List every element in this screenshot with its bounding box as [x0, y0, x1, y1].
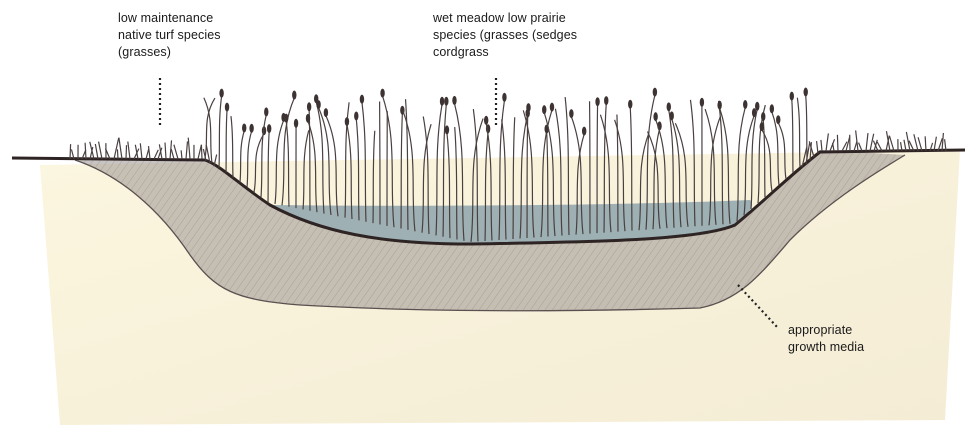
turf-grass-blade	[198, 145, 201, 159]
turf-grass-blade	[188, 138, 190, 159]
turf-grass-blade	[870, 134, 874, 151]
turf-grass-blade	[837, 135, 838, 151]
meadow-seed-head	[595, 97, 599, 106]
meadow-seed-head	[354, 111, 358, 120]
turf-grass-blade	[140, 143, 142, 159]
label-turf-species: low maintenance native turf species (gra…	[118, 10, 221, 61]
turf-grass-blade	[826, 133, 828, 151]
turf-grass-blade	[821, 140, 822, 151]
meadow-seed-head	[790, 92, 794, 101]
turf-grass-blade	[99, 142, 102, 159]
meadow-seed-head	[653, 88, 657, 97]
meadow-seed-head	[542, 105, 546, 114]
meadow-seed-head	[700, 98, 704, 107]
meadow-seed-head	[582, 127, 586, 136]
meadow-seed-head	[445, 125, 449, 134]
turf-grass-blade	[856, 130, 858, 151]
meadow-seed-head	[761, 112, 765, 121]
turf-grass-blade	[174, 145, 178, 159]
turf-grass-blade	[914, 134, 918, 151]
label-media-line: appropriate	[788, 322, 864, 339]
meadow-seed-head	[628, 100, 632, 109]
meadow-seed-head	[755, 102, 759, 111]
turf-grass-blade	[117, 149, 118, 159]
label-turf-line: low maintenance	[118, 10, 221, 27]
turf-grass-blade	[925, 136, 926, 151]
turf-grass-blade	[126, 145, 127, 159]
meadow-seed-head	[225, 103, 229, 112]
meadow-seed-head	[306, 114, 310, 123]
turf-grass-blade	[165, 143, 166, 159]
turf-grass-blade	[186, 141, 187, 159]
turf-grass-blade	[171, 149, 174, 159]
meadow-seed-head	[717, 101, 721, 110]
meadow-seed-head	[284, 114, 288, 123]
meadow-seed-head	[324, 108, 328, 117]
turf-grass-blade	[146, 149, 149, 159]
meadow-seed-head	[569, 109, 573, 118]
meadow-seed-head	[294, 119, 298, 128]
turf-grass-blade	[159, 144, 162, 159]
meadow-seed-head	[667, 102, 671, 111]
turf-grass-blade	[181, 150, 182, 159]
meadow-seed-head	[776, 115, 780, 124]
meadow-seed-head	[604, 96, 608, 105]
meadow-seed-head	[760, 122, 764, 131]
meadow-plant-stem	[597, 105, 598, 233]
turf-grass-blade	[149, 146, 150, 159]
label-meadow-line: cordgrass	[433, 44, 577, 61]
meadow-plant-stem	[219, 96, 222, 168]
meadow-seed-head	[653, 112, 657, 121]
meadow-seed-head	[444, 97, 448, 106]
meadow-seed-head	[670, 111, 674, 120]
meadow-seed-head	[292, 91, 296, 100]
meadow-plant-stem	[527, 116, 528, 238]
label-turf-line: native turf species	[118, 27, 221, 44]
meadow-seed-head	[484, 116, 488, 125]
meadow-seed-head	[380, 89, 384, 98]
meadow-seed-head	[316, 100, 320, 109]
label-meadow-line: species (grasses (sedges	[433, 27, 577, 44]
label-wet-meadow-species: wet meadow low prairie species (grasses …	[433, 10, 577, 61]
meadow-seed-head	[452, 96, 456, 105]
turf-grass-blade	[846, 137, 850, 151]
turf-grass-blade	[918, 137, 922, 151]
meadow-seed-head	[770, 104, 774, 113]
meadow-seed-head	[502, 93, 506, 102]
meadow-seed-head	[360, 95, 364, 104]
meadow-seed-head	[550, 103, 554, 112]
turf-grass-blade	[70, 144, 71, 159]
turf-grass-blade	[833, 143, 834, 151]
meadow-seed-head	[440, 97, 444, 106]
meadow-seed-head	[345, 117, 349, 126]
meadow-seed-head	[219, 89, 223, 98]
turf-grass-blade	[154, 150, 158, 159]
turf-grass-blade	[904, 140, 906, 151]
label-media-line: growth media	[788, 339, 864, 356]
turf-grass-blade	[817, 141, 818, 154]
turf-grass-blade	[201, 145, 202, 159]
turf-grass-blade	[859, 143, 862, 151]
turf-grass-blade	[85, 143, 86, 159]
meadow-seed-head	[264, 107, 268, 116]
meadow-seed-head	[526, 109, 530, 118]
meadow-seed-head	[267, 124, 271, 133]
turf-grass-blade	[128, 142, 130, 159]
label-turf-line: (grasses)	[118, 44, 221, 61]
turf-grass-blade	[866, 133, 868, 151]
turf-grass-blade	[119, 138, 122, 159]
turf-grass-blade	[95, 144, 98, 159]
meadow-seed-head	[307, 102, 311, 111]
meadow-seed-head	[743, 100, 747, 109]
meadow-seed-head	[804, 88, 808, 97]
meadow-seed-head	[249, 124, 253, 133]
turf-grass-blade	[942, 133, 943, 151]
label-meadow-line: wet meadow low prairie	[433, 10, 577, 27]
turf-grass-blade	[934, 137, 936, 151]
label-growth-media: appropriate growth media	[788, 322, 864, 356]
meadow-seed-head	[242, 123, 246, 132]
